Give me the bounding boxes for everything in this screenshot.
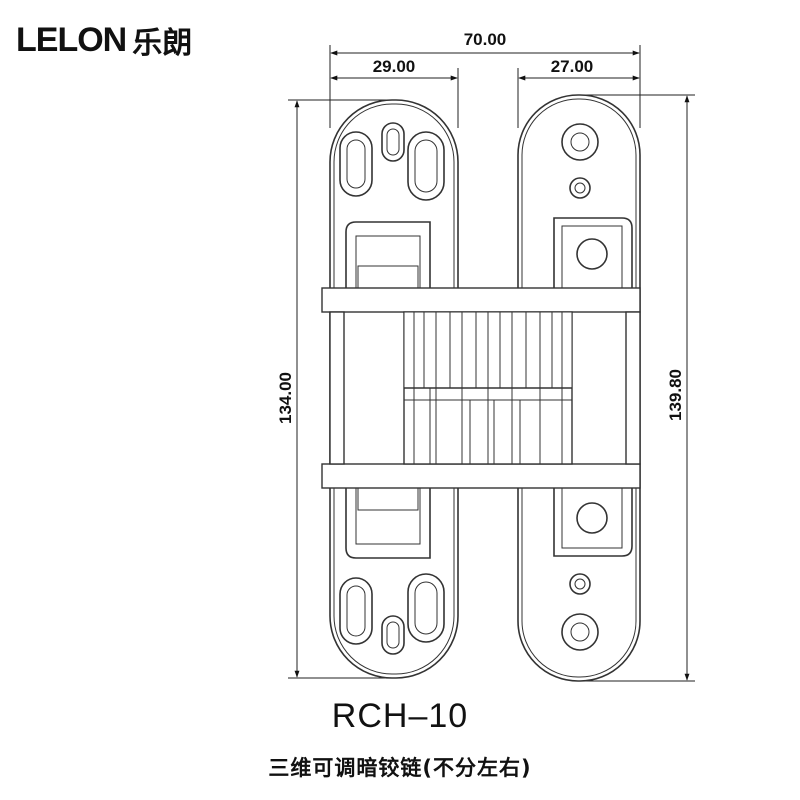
product-description: 三维可调暗铰链(不分左右) xyxy=(268,756,532,780)
model-number: RCH–10 xyxy=(331,697,469,735)
right-leaf-width-label: 27.00 xyxy=(551,57,594,76)
left-side-strip xyxy=(329,311,345,465)
brand-name-latin: LELON xyxy=(16,20,127,59)
right-hinge-leaf xyxy=(517,94,641,682)
right-height-label: 139.80 xyxy=(666,369,685,421)
right-bottom-adjust-hole xyxy=(576,502,608,534)
hinge-center-mechanism xyxy=(321,287,641,489)
top-cross-bar xyxy=(321,287,641,313)
right-side-strip xyxy=(625,311,641,465)
brand-name-chinese: 乐朗 xyxy=(132,26,193,61)
bottom-cross-bar xyxy=(321,463,641,489)
total-width-label: 70.00 xyxy=(464,30,507,49)
left-height-label: 134.00 xyxy=(276,372,295,424)
dimension-lines xyxy=(288,45,695,682)
left-hinge-leaf xyxy=(329,99,459,679)
left-leaf-width-label: 29.00 xyxy=(373,57,416,76)
right-top-adjust-hole xyxy=(576,238,608,270)
brand-logo: LELON 乐朗 xyxy=(16,18,192,62)
